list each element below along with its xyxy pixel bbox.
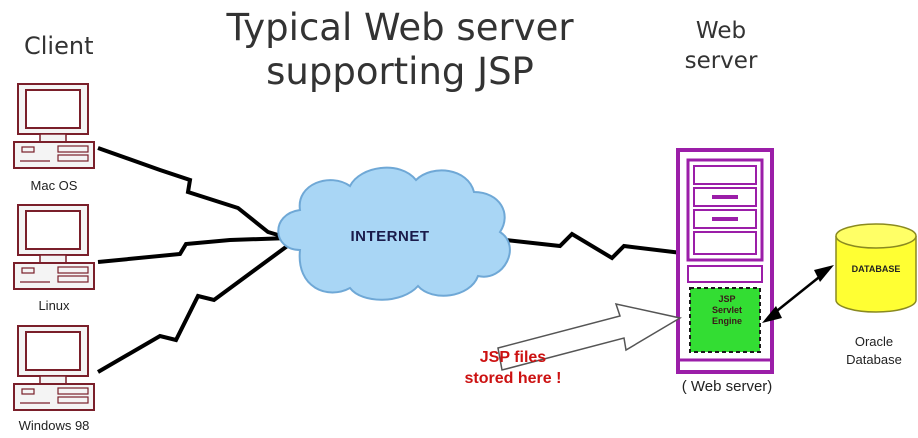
windows-98-computer-icon — [13, 325, 95, 411]
link-mac-to-internet — [97, 146, 289, 240]
web-server-heading: Web server — [676, 16, 766, 76]
internet-label: INTERNET — [350, 228, 430, 245]
linux-computer-icon — [13, 204, 95, 290]
client-label-windows-98: Windows 98 — [18, 418, 90, 433]
database-cylinder-icon — [835, 223, 917, 313]
server-database-arrow — [762, 265, 834, 323]
link-linux-to-internet — [97, 236, 291, 264]
web-server-heading-line-2: server — [684, 48, 758, 74]
engine-label-line-3: Engine — [711, 316, 742, 326]
engine-label-line-1: JSP — [718, 294, 736, 304]
jsp-note-line-2: stored here ! — [464, 370, 562, 387]
database-label: DATABASE — [851, 264, 901, 274]
diagram-title: Typical Web server supporting JSP — [170, 6, 630, 94]
internet-cloud-icon — [277, 166, 511, 301]
oracle-database-label: Oracle Database — [830, 333, 918, 369]
client-label-mac-os: Mac OS — [30, 178, 78, 193]
web-server-caption: ( Web server) — [681, 378, 773, 395]
engine-label-line-2: Servlet — [711, 305, 743, 315]
jsp-files-note: JSP files stored here ! — [418, 347, 608, 389]
jsp-servlet-engine-label: JSP Servlet Engine — [692, 294, 762, 327]
web-server-heading-line-1: Web — [695, 18, 747, 44]
title-line-2: supporting JSP — [266, 50, 534, 93]
client-heading: Client — [24, 32, 94, 60]
client-label-linux: Linux — [38, 298, 70, 313]
link-windows-to-internet — [96, 242, 292, 374]
jsp-note-line-1: JSP files — [479, 349, 547, 366]
jsp-files-arrow — [497, 302, 683, 371]
oracle-label-line-2: Database — [846, 352, 902, 367]
web-server-tower-icon — [676, 148, 774, 374]
link-internet-to-server — [487, 231, 691, 261]
mac-os-computer-icon — [13, 83, 95, 169]
oracle-label-line-1: Oracle — [854, 334, 894, 349]
title-line-1: Typical Web server — [226, 6, 574, 49]
